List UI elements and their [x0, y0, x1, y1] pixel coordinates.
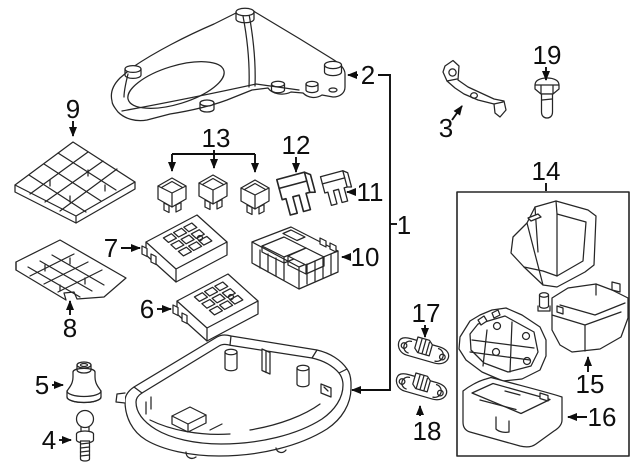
- part-16-cover-drawing: [462, 376, 563, 448]
- part-6-relay-plate-drawing: [172, 273, 259, 342]
- callout-9: 9: [66, 94, 80, 137]
- part-9-fuse-block-drawing: [14, 141, 136, 224]
- callout-10-label: 10: [351, 242, 380, 272]
- callout-2: 2: [347, 60, 375, 90]
- part-12-fuse-drawing: [275, 170, 321, 217]
- callout-11: 11: [346, 177, 384, 207]
- part-2-cover-drawing: [110, 7, 346, 122]
- relay-3: [240, 179, 270, 216]
- callout-5-label: 5: [35, 370, 49, 400]
- relay-2: [198, 174, 228, 211]
- callout-17-label: 17: [412, 298, 441, 328]
- callout-18: 18: [413, 405, 442, 446]
- callout-8-label: 8: [63, 313, 77, 343]
- part-4-bolt-drawing: [75, 409, 95, 462]
- part-15-bracket-arm: [458, 307, 547, 382]
- callout-16: 16: [567, 402, 617, 432]
- callout-3-label: 3: [439, 113, 453, 143]
- part-14-lid-drawing: [510, 200, 597, 288]
- callout-10: 10: [341, 242, 380, 272]
- callout-7: 7: [104, 233, 141, 263]
- part-15-stud: [537, 292, 551, 312]
- callout-1: 1: [351, 74, 411, 394]
- callout-16-label: 16: [588, 402, 617, 432]
- callout-19-label: 19: [533, 40, 562, 70]
- cover-cap-bottom: [199, 99, 215, 113]
- callout-7-label: 7: [104, 233, 118, 263]
- part-19-bolt-drawing: [534, 77, 560, 119]
- part-15-body-drawing: [458, 281, 629, 382]
- callout-8: 8: [63, 300, 77, 343]
- part-3-bracket-drawing: [442, 59, 507, 118]
- callout-13: 13: [168, 123, 259, 173]
- part-1-lower-tray-drawing: [115, 334, 352, 459]
- callout-2-label: 2: [361, 60, 375, 90]
- callout-5: 5: [35, 370, 64, 400]
- tray-post-2: [296, 364, 310, 388]
- tray-post-1: [224, 348, 238, 372]
- cover-cap-top: [235, 7, 255, 24]
- cover-cap-left: [124, 64, 142, 79]
- part-14-group-box: [456, 191, 630, 457]
- callout-3-arrow: [451, 105, 463, 121]
- callout-6-label: 6: [140, 294, 154, 324]
- callout-3: 3: [439, 105, 463, 143]
- callout-6: 6: [140, 294, 172, 324]
- callout-14-label: 14: [532, 156, 561, 186]
- callout-12-label: 12: [282, 130, 311, 160]
- part-18-fusible-link-drawing: [393, 367, 451, 404]
- callout-17: 17: [412, 298, 441, 338]
- callouts: 1 2 3 4 5 6 7 8: [35, 40, 617, 455]
- callout-15: 15: [576, 356, 605, 399]
- callout-18-label: 18: [413, 416, 442, 446]
- part-13-relays-drawing: [157, 174, 270, 216]
- callout-12: 12: [282, 130, 311, 173]
- callout-9-label: 9: [66, 94, 80, 124]
- callout-11-label: 11: [357, 177, 384, 207]
- callout-4-label: 4: [42, 425, 56, 455]
- part-17-fusible-link-drawing: [395, 331, 453, 368]
- part-7-relay-plate-drawing: [141, 214, 228, 283]
- cover-post-right: [305, 80, 338, 94]
- cover-cap-right: [323, 60, 343, 77]
- callout-4: 4: [42, 425, 72, 455]
- part-11-fuse-drawing: [319, 169, 356, 207]
- callout-19: 19: [533, 40, 562, 81]
- part-10-junction-box-drawing: [251, 226, 339, 290]
- callout-14: 14: [532, 156, 561, 191]
- callout-1-bracket-line: [351, 74, 391, 394]
- relay-1: [157, 177, 187, 214]
- part-5-grommet-drawing: [66, 361, 102, 404]
- callout-15-label: 15: [576, 369, 605, 399]
- cover-cap-mid: [270, 80, 286, 94]
- part-8-fuse-block-drawing: [15, 239, 127, 301]
- callout-1-label: 1: [397, 210, 411, 240]
- callout-13-label: 13: [202, 123, 231, 153]
